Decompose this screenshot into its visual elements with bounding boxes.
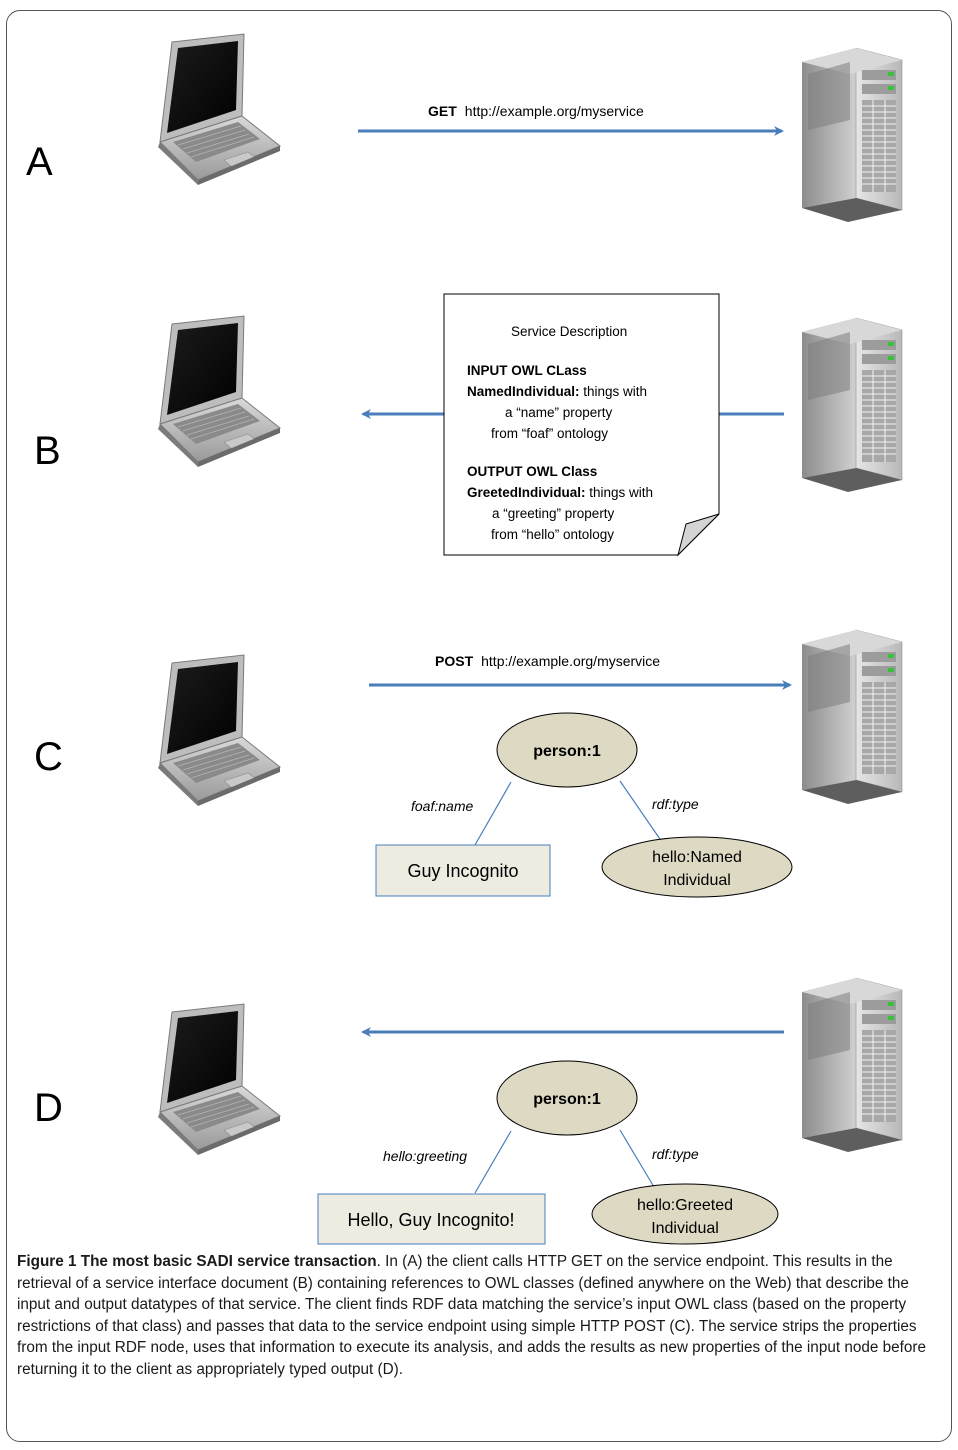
rdf-node-label: person:1	[533, 743, 601, 760]
panel-a: A GET http://example.org/myservice	[26, 33, 903, 223]
server-tower-icon	[801, 977, 903, 1153]
edge-label-type: rdf:type	[652, 796, 699, 812]
edge-label-greeting: hello:greeting	[383, 1148, 467, 1164]
service-description-document: Service Description INPUT OWL CLass Name…	[443, 293, 720, 557]
panel-d: D person:1 hello:greeting rdf:type Hello…	[34, 977, 903, 1245]
request-method: GET	[428, 103, 457, 119]
literal-box	[317, 1193, 546, 1245]
get-request-label: GET http://example.org/myservice	[428, 103, 644, 119]
class-node-line2: Individual	[663, 872, 731, 889]
doc-output-line: GreetedIndividual: things with	[467, 485, 653, 500]
edge-label-type: rdf:type	[652, 1146, 699, 1162]
panel-b-label: B	[34, 429, 61, 473]
class-node	[601, 836, 793, 898]
caption-title: Figure 1 The most basic SADI service tra…	[17, 1253, 377, 1270]
sadi-diagram: A GET http://example.org/myservice B Serv…	[26, 33, 903, 1245]
panel-c: C POST http://example.org/myservice perso…	[34, 629, 903, 898]
literal-value: Hello, Guy Incognito!	[347, 1210, 514, 1230]
figure-caption: Figure 1 The most basic SADI service tra…	[17, 1251, 945, 1381]
request-method: POST	[435, 653, 474, 669]
panel-c-label: C	[34, 735, 63, 779]
edge-line	[474, 781, 512, 846]
laptop-icon	[157, 1003, 281, 1156]
edge-label-name: foaf:name	[411, 798, 473, 814]
rdf-node	[496, 712, 638, 788]
doc-output-heading: OUTPUT OWL Class	[467, 464, 597, 479]
server-tower-icon	[801, 317, 903, 493]
class-node-line1: hello:Greeted	[637, 1197, 733, 1214]
literal-box	[375, 844, 551, 897]
laptop-icon	[157, 654, 281, 807]
doc-output-desc-1: things with	[586, 485, 654, 500]
request-url: http://example.org/myservice	[481, 653, 660, 669]
doc-output-class: GreetedIndividual:	[467, 485, 586, 500]
edge-line	[619, 1129, 658, 1193]
doc-input-heading: INPUT OWL CLass	[467, 363, 587, 378]
doc-input-desc-1: things with	[580, 384, 648, 399]
rdf-node-label: person:1	[533, 1091, 601, 1108]
class-node-line1: hello:Named	[652, 849, 742, 866]
panel-a-label: A	[26, 140, 53, 184]
doc-input-desc-2: a “name” property	[505, 405, 613, 420]
literal-value: Guy Incognito	[407, 861, 518, 881]
laptop-icon	[157, 33, 281, 186]
edge-line	[474, 1130, 512, 1194]
doc-input-class: NamedIndividual:	[467, 384, 580, 399]
edge-line	[619, 780, 663, 843]
doc-input-desc-3: from “foaf” ontology	[491, 426, 608, 441]
server-tower-icon	[801, 47, 903, 223]
server-tower-icon	[801, 629, 903, 805]
class-node-line2: Individual	[651, 1220, 719, 1237]
class-node	[591, 1183, 779, 1245]
doc-output-desc-2: a “greeting” property	[492, 506, 615, 521]
request-url: http://example.org/myservice	[465, 103, 644, 119]
rdf-node	[496, 1060, 638, 1136]
panel-b: B Service Description INPUT OWL CLass Na…	[34, 293, 903, 557]
doc-output-desc-3: from “hello” ontology	[491, 527, 614, 542]
figure-frame	[6, 10, 952, 1442]
panel-d-label: D	[34, 1086, 63, 1130]
doc-title: Service Description	[511, 324, 627, 339]
caption-text: . In (A) the client calls HTTP GET on th…	[17, 1253, 926, 1378]
post-request-label: POST http://example.org/myservice	[435, 653, 660, 669]
doc-input-line: NamedIndividual: things with	[467, 384, 647, 399]
laptop-icon	[157, 315, 281, 468]
